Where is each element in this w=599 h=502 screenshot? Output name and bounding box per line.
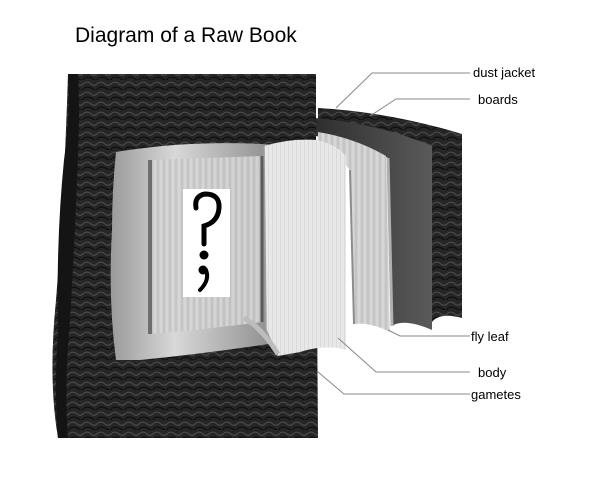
label-boards: boards — [478, 92, 518, 107]
leader-lines — [317, 72, 470, 395]
dust-jacket-layer — [318, 108, 462, 322]
label-body: body — [478, 365, 507, 380]
leader-boards — [369, 98, 470, 117]
leader-fly-leaf — [387, 329, 470, 337]
pilcrow-semicolon-icon — [193, 191, 222, 292]
diagram-title: Diagram of a Raw Book — [75, 24, 297, 47]
leader-gametes — [317, 371, 470, 395]
label-fly-leaf: fly leaf — [471, 329, 509, 344]
label-dust-jacket: dust jacket — [473, 65, 536, 80]
leader-dust-jacket — [335, 72, 470, 109]
book-body — [242, 139, 346, 357]
emblem-card — [183, 189, 230, 297]
boards-layer — [315, 118, 432, 330]
fly-leaf-layer — [318, 132, 390, 332]
label-gametes: gametes — [471, 387, 521, 402]
leader-body — [337, 337, 470, 373]
